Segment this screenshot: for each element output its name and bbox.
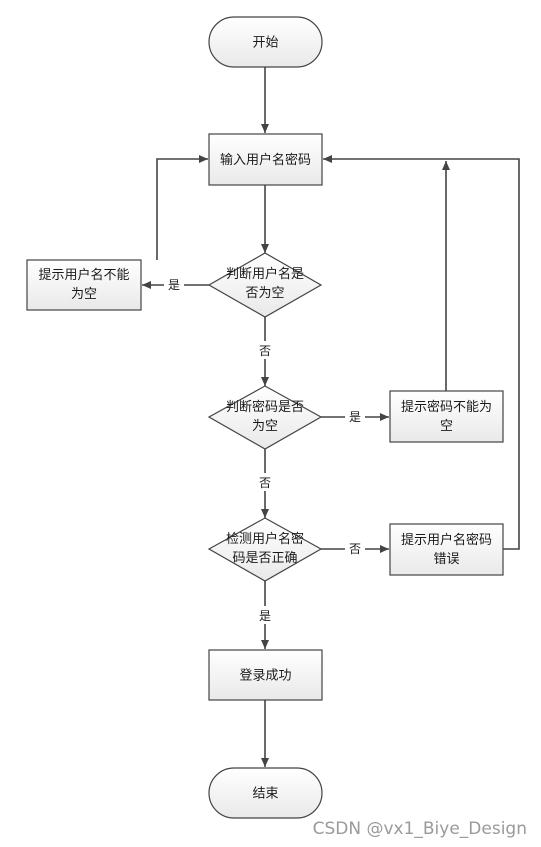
node-check-pwd: 判断密码是否 为空 xyxy=(207,385,323,450)
watermark-text: CSDN @vx1_Biye_Design xyxy=(313,819,527,839)
label-user-yes: 是 xyxy=(168,278,180,292)
label-pwd-yes: 是 xyxy=(349,410,361,424)
node-start-label: 开始 xyxy=(252,36,278,51)
label-valid-no: 否 xyxy=(349,542,361,556)
node-input: 输入用户名密码 xyxy=(208,133,323,186)
node-check-pwd-line1: 判断密码是否 xyxy=(226,399,304,415)
label-user-no: 否 xyxy=(259,344,271,358)
node-success-label: 登录成功 xyxy=(239,669,291,684)
node-tip-user-empty: 提示用户名不能 为空 xyxy=(26,259,142,311)
node-end-label: 结束 xyxy=(252,787,278,802)
node-tip-wrong-line1: 提示用户名密码 xyxy=(401,532,492,548)
node-check-user-line1: 判断用户名是 xyxy=(226,266,304,282)
node-check-valid-line1: 检测用户名密 xyxy=(226,531,304,547)
edge-labels: 是 否 是 否 否 是 xyxy=(164,276,365,624)
node-start: 开始 xyxy=(208,16,323,68)
edge-tip-user-back-to-input xyxy=(156,155,208,260)
node-check-valid: 检测用户名密 码是否正确 xyxy=(207,517,323,582)
node-end: 结束 xyxy=(208,767,323,819)
label-valid-yes: 是 xyxy=(259,609,271,623)
edge-tip-wrong-back-to-input xyxy=(323,155,520,550)
node-tip-user-line1: 提示用户名不能 xyxy=(38,267,129,283)
node-check-user: 判断用户名是 否为空 xyxy=(207,252,323,318)
node-tip-wrong: 提示用户名密码 错误 xyxy=(389,523,504,576)
node-tip-pwd-line2: 空 xyxy=(440,419,453,434)
node-check-pwd-line2: 为空 xyxy=(252,419,278,434)
node-success: 登录成功 xyxy=(208,649,323,701)
node-tip-pwd-line1: 提示密码不能为 xyxy=(401,399,492,415)
node-input-label: 输入用户名密码 xyxy=(220,152,311,168)
node-check-valid-line2: 码是否正确 xyxy=(232,551,297,566)
label-pwd-no: 否 xyxy=(259,476,271,490)
nodes: 开始 输入用户名密码 判断用户名是 否为空 提示用户名不能 为空 xyxy=(26,16,504,819)
node-tip-pwd-empty: 提示密码不能为 空 xyxy=(389,390,504,443)
node-tip-user-line2: 为空 xyxy=(71,287,97,302)
node-check-user-line2: 否为空 xyxy=(245,286,284,301)
node-tip-wrong-line2: 错误 xyxy=(433,552,459,567)
